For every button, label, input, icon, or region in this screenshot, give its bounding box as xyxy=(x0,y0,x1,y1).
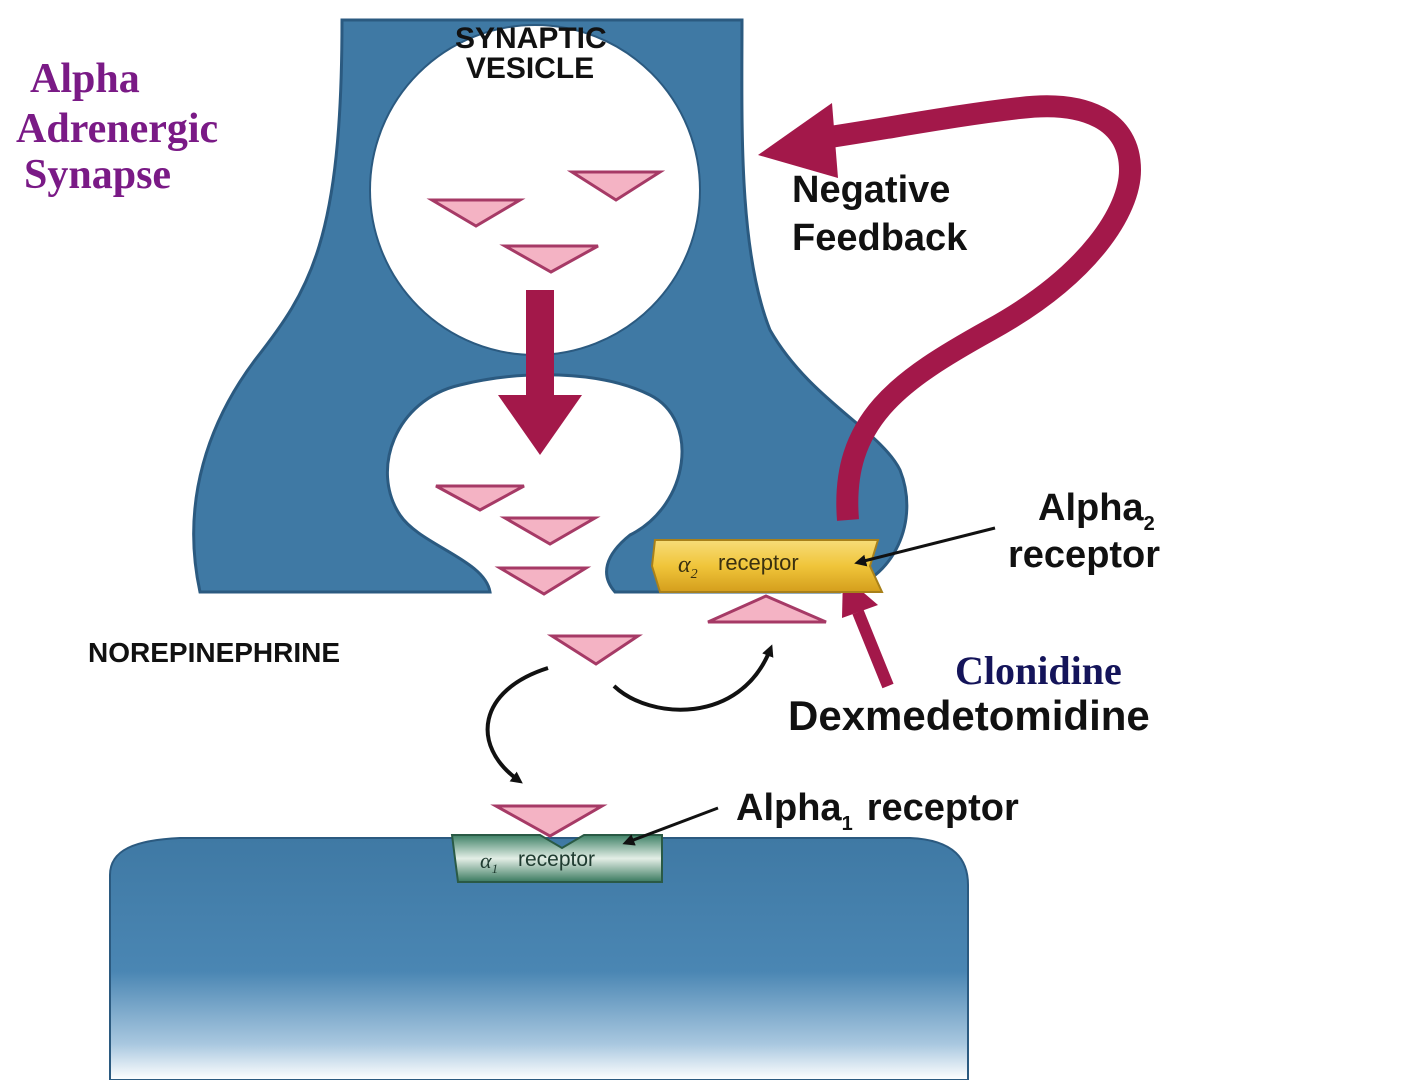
ne-to-alpha2-arrow xyxy=(612,644,774,712)
ne-triangle xyxy=(499,244,599,274)
ne-triangle xyxy=(435,484,525,512)
title-line-3: Synapse xyxy=(24,152,171,198)
ne-triangle xyxy=(546,634,643,666)
release-arrow xyxy=(498,290,582,455)
ne-triangle xyxy=(707,594,827,624)
alpha1-leader-line xyxy=(622,806,719,846)
alpha2-receptor-label: Alpha2 xyxy=(1038,487,1155,535)
ne-triangle xyxy=(499,516,601,546)
title-line-1: Alpha xyxy=(30,56,140,102)
title-line-2: Adrenergic xyxy=(16,106,218,152)
alpha2-leader-line xyxy=(854,526,996,567)
alpha1-receptor-box: α1 receptor xyxy=(450,834,663,883)
ne-triangle xyxy=(426,198,526,228)
dexmedetomidine-label: Dexmedetomidine xyxy=(788,692,1150,739)
norepinephrine-label: NOREPINEPHRINE xyxy=(88,637,340,668)
ne-triangle xyxy=(494,566,592,596)
alpha2-box-label: receptor xyxy=(718,550,799,575)
clonidine-label: Clonidine xyxy=(955,648,1122,693)
negative-feedback-label: Negative Feedback xyxy=(792,169,968,259)
synaptic-vesicle-label: SYNAPTIC VESICLE xyxy=(455,22,615,85)
svg-text:α1: α1 xyxy=(480,848,498,876)
negative-feedback-arrow xyxy=(758,95,1142,521)
postsynaptic-membrane xyxy=(109,837,969,1080)
alpha2-receptor-box: α2 receptor xyxy=(650,539,884,593)
norepinephrine-molecules xyxy=(426,170,827,838)
ne-to-alpha1-arrow xyxy=(485,666,549,784)
diagram-title: Alpha Adrenergic Synapse xyxy=(16,56,229,198)
alpha2-receptor-label-line2: receptor xyxy=(1008,534,1160,576)
alpha1-box-label: receptor xyxy=(518,848,595,871)
ne-triangle xyxy=(490,804,608,838)
svg-text:α2: α2 xyxy=(678,552,698,582)
ne-triangle xyxy=(566,170,666,202)
